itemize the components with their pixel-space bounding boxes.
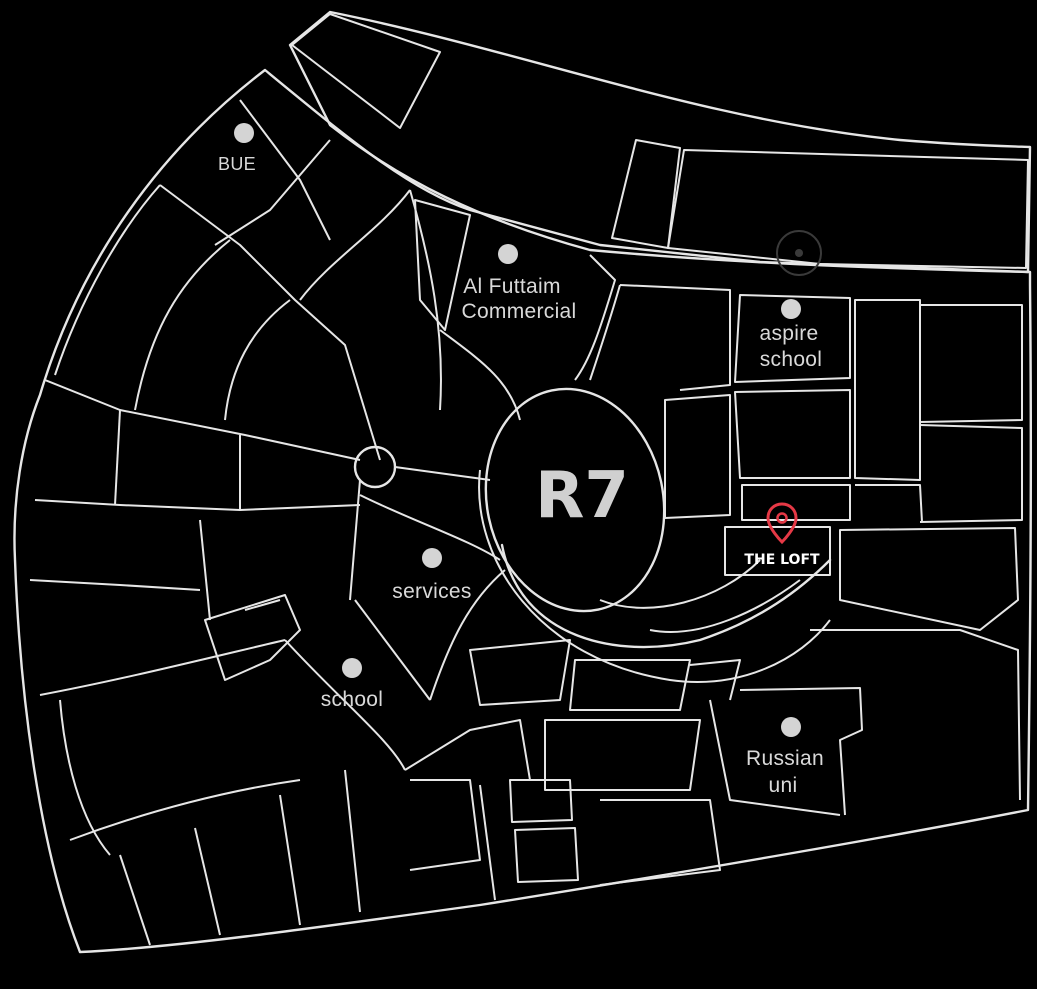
poi-bue[interactable]: BUE bbox=[218, 123, 256, 174]
poi-label: school bbox=[760, 348, 823, 371]
poi-label: Russian bbox=[746, 747, 824, 770]
marker-label: THE LOFT bbox=[744, 552, 820, 568]
poi-label: aspire bbox=[760, 322, 819, 345]
dot-icon bbox=[234, 123, 254, 143]
poi-aspire-school[interactable]: aspire school bbox=[760, 299, 823, 371]
poi-label: BUE bbox=[218, 154, 256, 174]
dot-icon bbox=[781, 717, 801, 737]
target-icon bbox=[776, 230, 822, 276]
poi-school[interactable]: school bbox=[321, 658, 384, 711]
road-network bbox=[13, 10, 1033, 954]
poi-al-futtaim[interactable]: Al Futtaim Commercial bbox=[461, 244, 576, 323]
poi-services[interactable]: services bbox=[392, 548, 471, 603]
poi-label: school bbox=[321, 688, 384, 711]
poi-label: services bbox=[392, 580, 471, 603]
map-pin-icon bbox=[766, 502, 798, 545]
district-label: R7 bbox=[535, 459, 629, 533]
dot-icon bbox=[422, 548, 442, 568]
poi-label: Commercial bbox=[461, 300, 576, 323]
poi-label: Al Futtaim bbox=[463, 275, 561, 298]
dot-icon bbox=[781, 299, 801, 319]
dot-icon bbox=[498, 244, 518, 264]
poi-russian-uni[interactable]: Russian uni bbox=[746, 717, 824, 797]
poi-label: uni bbox=[769, 774, 798, 797]
dot-icon bbox=[342, 658, 362, 678]
the-loft-marker[interactable]: THE LOFT bbox=[744, 502, 820, 568]
